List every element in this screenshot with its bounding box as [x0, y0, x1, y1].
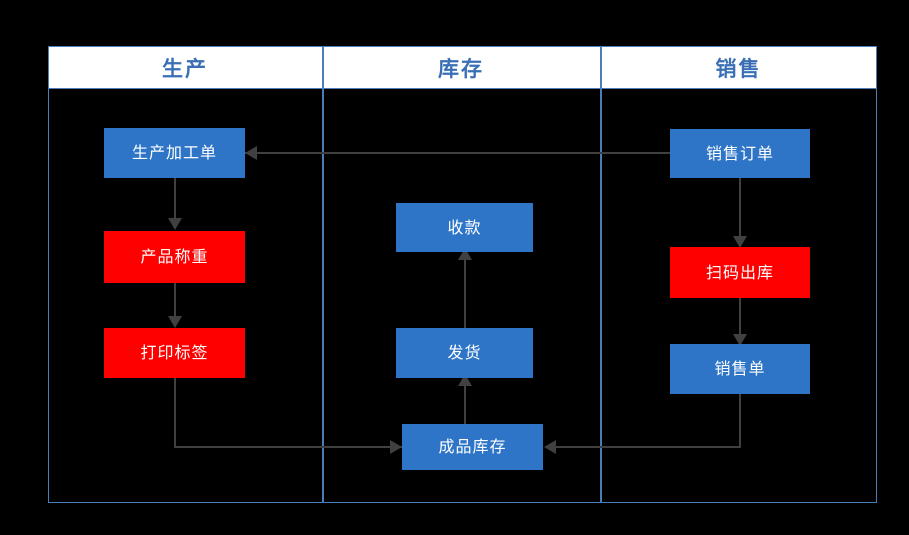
edge-sales-invoice-to-finished-stock-horizontal: [556, 446, 741, 448]
node-scan-outbound[interactable]: 扫码出库: [670, 247, 810, 298]
lane-divider-2: [600, 46, 602, 503]
lane-header-inventory-label: 库存: [438, 56, 484, 81]
node-print-label-label: 打印标签: [140, 343, 209, 363]
edge-print-label-to-finished-stock-vertical: [174, 378, 176, 448]
edge-finished-stock-to-ship-goods-line: [464, 378, 466, 424]
node-sales-order[interactable]: 销售订单: [670, 129, 810, 178]
node-ship-goods[interactable]: 发货: [396, 328, 533, 378]
lane-header-sales: 销售: [600, 46, 877, 89]
node-ship-goods-label: 发货: [447, 343, 482, 363]
edge-production-order-to-weighing-arrowhead: [168, 218, 182, 230]
node-production-order-label: 生产加工单: [131, 143, 217, 163]
edge-production-order-to-weighing-line: [174, 178, 176, 222]
node-finished-stock[interactable]: 成品库存: [402, 424, 543, 470]
edge-weighing-to-print-label-line: [174, 283, 176, 325]
edge-sales-invoice-to-finished-stock-arrowhead: [544, 440, 556, 454]
lane-header-inventory: 库存: [322, 46, 600, 89]
node-product-weighing-label: 产品称重: [140, 247, 209, 267]
lane-header-sales-label: 销售: [715, 56, 762, 81]
edge-scan-outbound-to-sales-invoice-line: [739, 298, 741, 344]
lane-header-production: 生产: [48, 46, 322, 89]
edge-print-label-to-finished-stock-horizontal: [174, 446, 404, 448]
node-product-weighing[interactable]: 产品称重: [104, 231, 245, 283]
edge-print-label-to-finished-stock-arrowhead: [390, 440, 402, 454]
edge-scan-outbound-to-sales-invoice-arrowhead: [733, 334, 747, 346]
edge-ship-goods-to-collect-payment-line: [464, 252, 466, 328]
edge-sales-invoice-to-finished-stock-vertical: [739, 394, 741, 448]
node-collect-payment-label: 收款: [447, 217, 482, 237]
node-sales-order-label: 销售订单: [705, 143, 774, 163]
lane-divider-1: [322, 46, 324, 503]
node-collect-payment[interactable]: 收款: [396, 203, 533, 252]
edge-sales-order-to-scan-outbound-arrowhead: [733, 236, 747, 248]
node-scan-outbound-label: 扫码出库: [705, 262, 774, 282]
node-sales-invoice[interactable]: 销售单: [670, 344, 810, 394]
edge-sales-order-to-production-order-arrowhead: [245, 146, 257, 160]
lane-header-production-label: 生产: [162, 56, 208, 81]
node-production-order[interactable]: 生产加工单: [104, 128, 245, 178]
edge-weighing-to-print-label-arrowhead: [168, 316, 182, 328]
node-print-label[interactable]: 打印标签: [104, 328, 245, 378]
swimlane-header-band: [48, 46, 877, 89]
node-finished-stock-label: 成品库存: [438, 437, 507, 457]
edge-sales-order-to-scan-outbound-line: [739, 178, 741, 244]
edge-sales-order-to-production-order-line: [245, 152, 670, 154]
node-sales-invoice-label: 销售单: [714, 359, 766, 379]
